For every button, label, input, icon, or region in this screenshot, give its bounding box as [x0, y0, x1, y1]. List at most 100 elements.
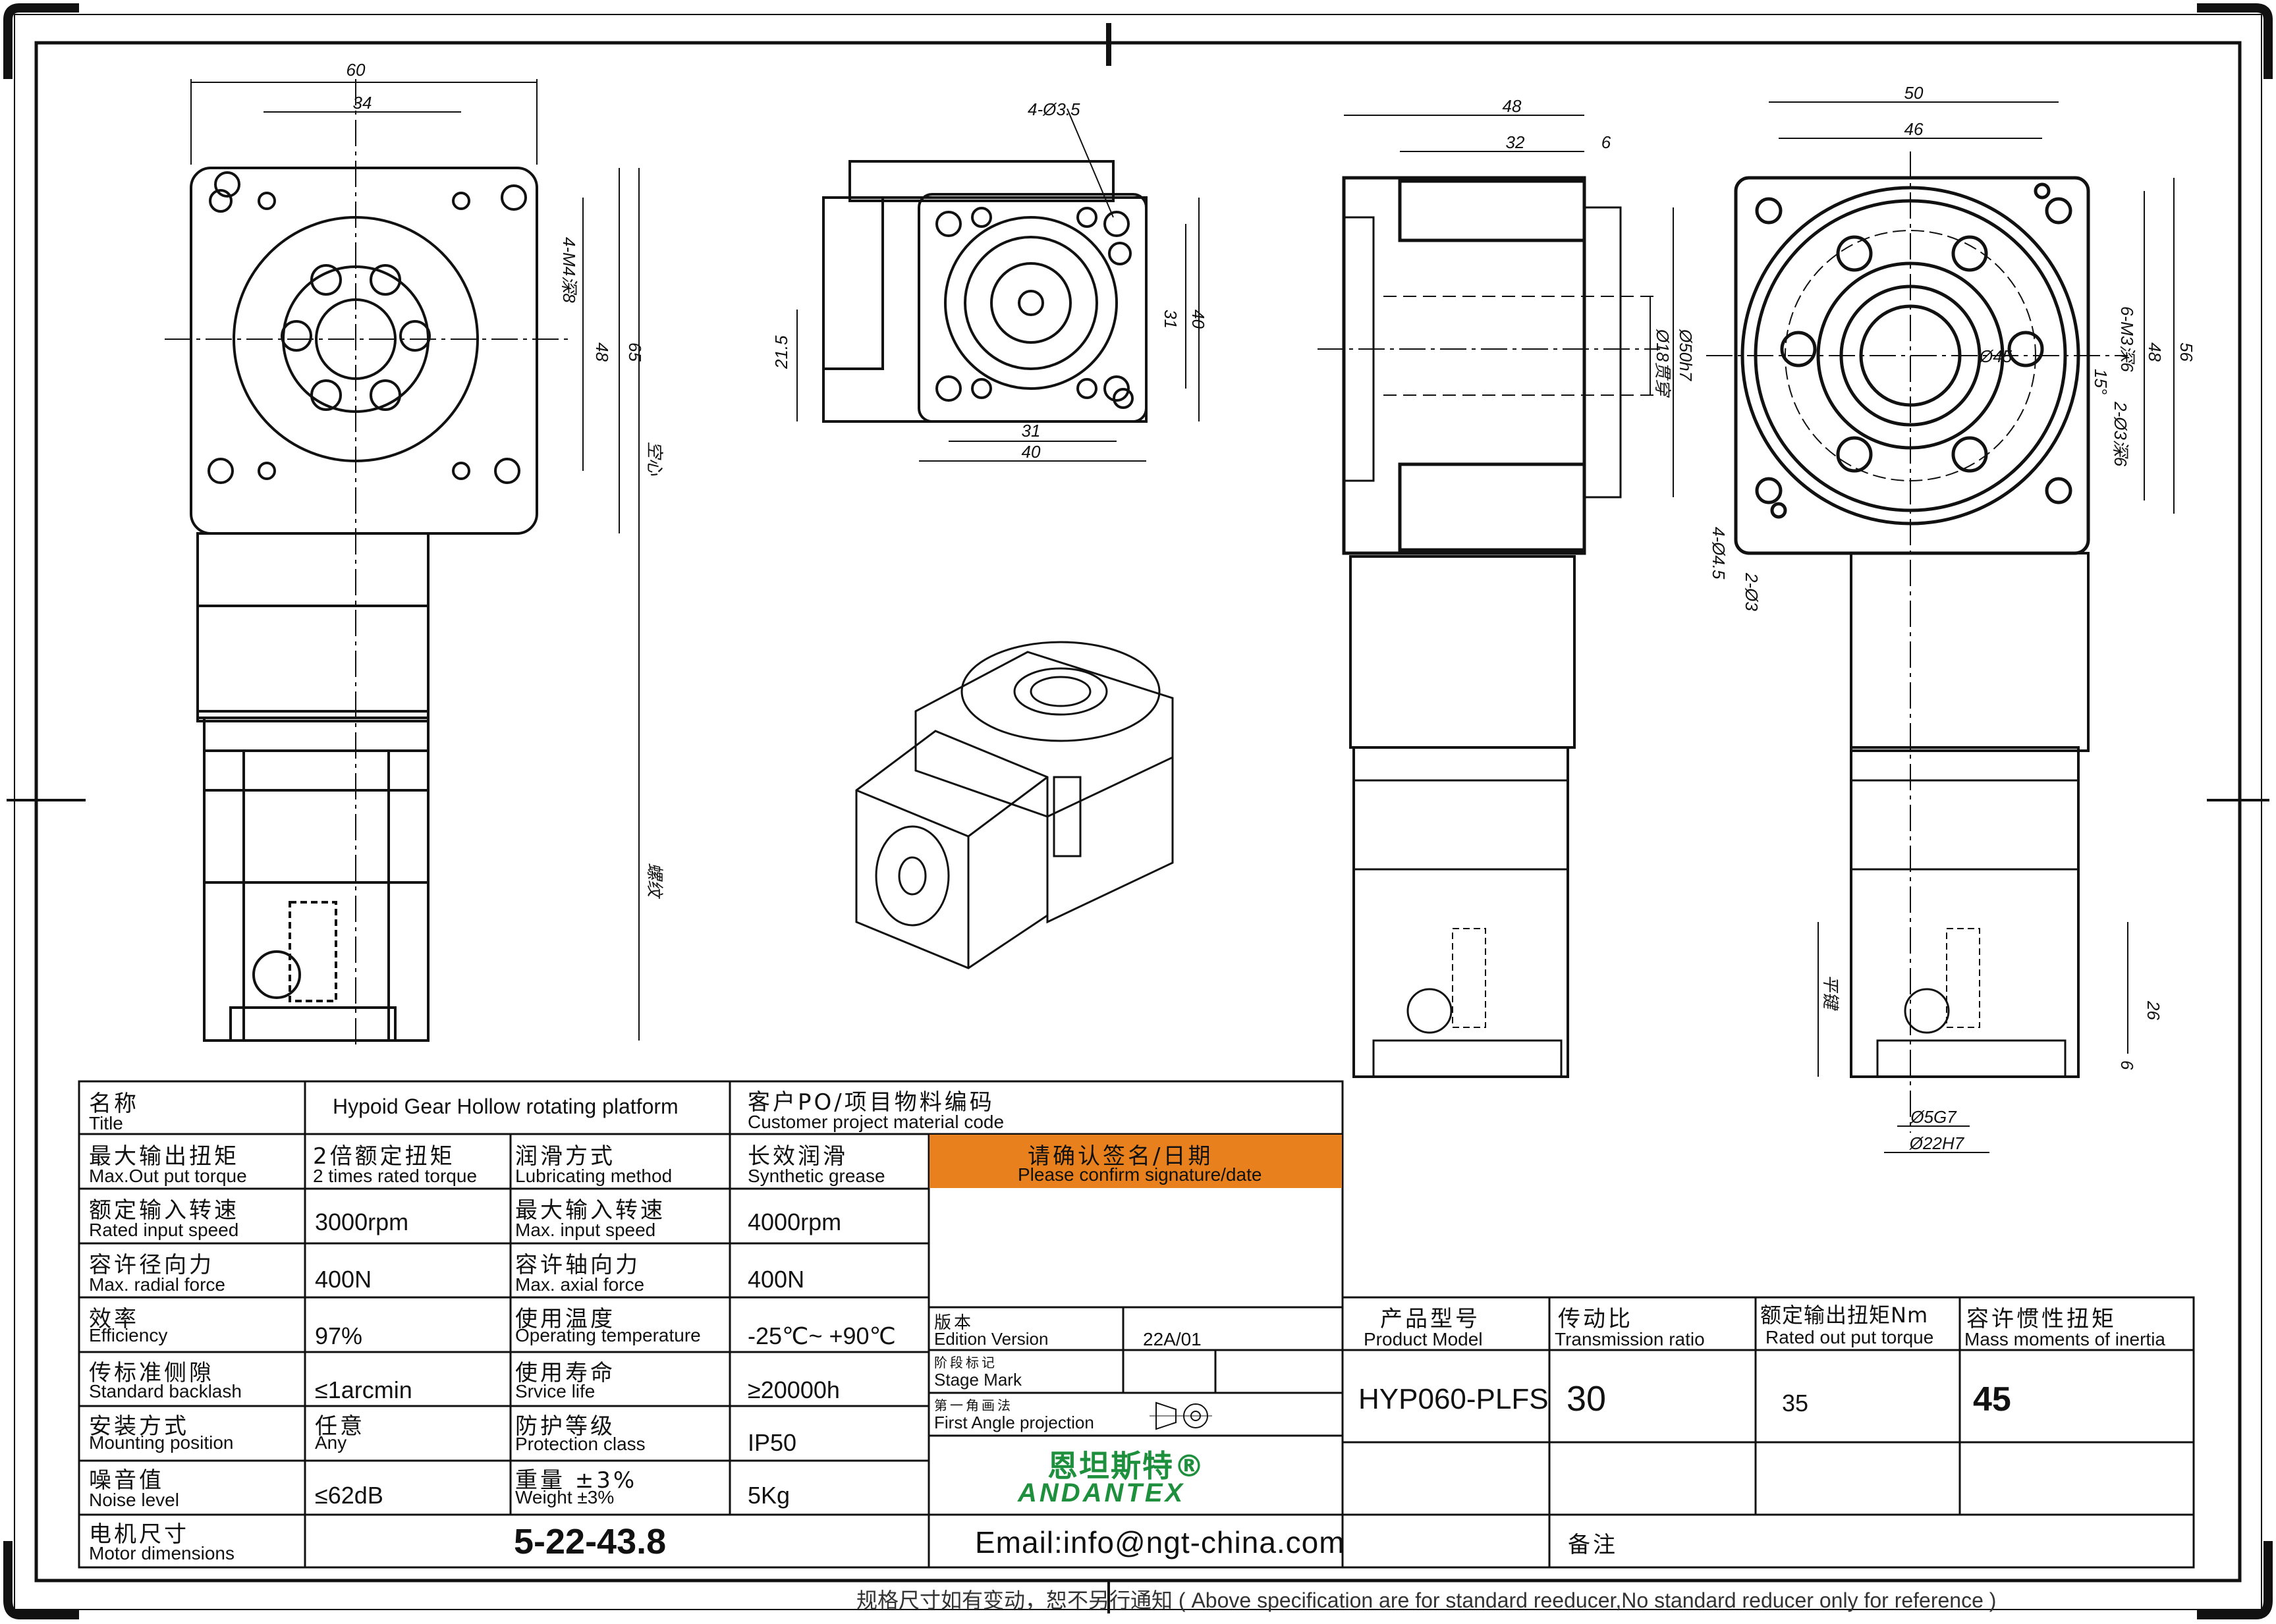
- isometric-view: [855, 641, 1174, 969]
- axial-label-en: Max. axial force: [515, 1274, 645, 1295]
- dim-34: 34: [353, 93, 372, 113]
- inertia-value: 45: [1973, 1380, 2011, 1419]
- remark-label: 备注: [1568, 1532, 1618, 1558]
- proj-label-cn: 第一角画法: [934, 1397, 1013, 1413]
- edition-value: 22A/01: [1143, 1329, 1202, 1349]
- stage-label-en: Stage Mark: [934, 1370, 1022, 1390]
- eff-label-cn: 效率: [89, 1306, 139, 1332]
- lub-label-cn: 润滑方式: [515, 1143, 615, 1170]
- dim-48w: 48: [1503, 96, 1522, 116]
- dim-angle: 15°: [2091, 369, 2111, 394]
- lub-value-en: Synthetic grease: [748, 1166, 885, 1186]
- eff-value: 97%: [315, 1322, 363, 1349]
- max-speed-label-en: Max. input speed: [515, 1220, 656, 1240]
- prot-value: IP50: [748, 1429, 797, 1456]
- confirm-label-en: Please confirm signature/date: [1018, 1164, 1262, 1185]
- dim-side-a: 空心: [645, 441, 665, 476]
- axial-value: 400N: [748, 1266, 805, 1293]
- dim-m3: 6-M3深6: [2117, 306, 2137, 372]
- edition-label-en: Edition Version: [934, 1329, 1049, 1349]
- lub-label-en: Lubricating method: [515, 1166, 673, 1186]
- dim-flange-215: 21.5: [771, 335, 791, 369]
- dim-48: 48: [592, 342, 612, 362]
- mount-value-cn: 任意: [315, 1413, 365, 1440]
- rated-speed-value: 3000rpm: [315, 1208, 409, 1235]
- end-view: 50 46 48 56 Ø45 6-M3深6 2-Ø3深6 15° 4-Ø4.5…: [1706, 83, 2196, 1153]
- rated-speed-label-cn: 额定输入转速: [89, 1197, 239, 1224]
- customer-label-cn: 客户PO/项目物料编码: [748, 1089, 995, 1116]
- dim-48h: 48: [2145, 342, 2165, 362]
- title-label-cn: 名称: [89, 1091, 139, 1117]
- title-value: Hypoid Gear Hollow rotating platform: [333, 1095, 679, 1118]
- dim-key: 平键: [1821, 975, 1841, 1012]
- backlash-label-en: Standard backlash: [89, 1381, 242, 1401]
- ratio-label-en: Transmission ratio: [1555, 1329, 1705, 1349]
- rated-torque-value: 35: [1782, 1390, 1809, 1417]
- life-value: ≥20000h: [748, 1376, 840, 1403]
- dim-d18: Ø18贯穿: [1653, 329, 1673, 398]
- weight-value: 5Kg: [748, 1482, 791, 1509]
- ratio-value: 30: [1567, 1379, 1607, 1419]
- lub-value-cn: 长效润滑: [748, 1143, 848, 1170]
- radial-label-en: Max. radial force: [89, 1274, 225, 1295]
- rated-torque-label-en: Rated out put torque: [1765, 1327, 1934, 1347]
- rated-torque-label-cn: 额定输出扭矩Nm: [1760, 1303, 1929, 1328]
- confirm-label-cn: 请确认签名/日期: [1028, 1143, 1213, 1170]
- inertia-label-cn: 容许惯性扭矩: [1966, 1306, 2117, 1332]
- dim-6w: 6: [1601, 132, 1611, 152]
- drawing-frame: [34, 41, 2242, 1583]
- stage-label-cn: 阶段标记: [934, 1355, 997, 1370]
- dim-holes45: 4-Ø4.5: [1709, 527, 1729, 580]
- prot-label-en: Protection class: [515, 1434, 646, 1454]
- top-view: 60 34 48 65 4-M4深8 空心 螺纹: [165, 60, 665, 1047]
- dim-pins: 2-Ø3: [1742, 572, 1762, 611]
- dim-flange-40v: 40: [1188, 310, 1208, 329]
- flange-view: 4-Ø3.5 31 40 31 40 21.5: [771, 99, 1208, 462]
- footer-note: 规格尺寸如有变动，恕不另行通知 ( Above specification ar…: [856, 1588, 1997, 1612]
- dim-pcd: Ø45: [1979, 346, 2012, 366]
- section-view: 48 32 6 Ø18贯穿 Ø50h7: [1318, 96, 1696, 1078]
- brand-logo-cn: 恩坦斯特®: [1047, 1448, 1206, 1484]
- dim-flange-31h: 31: [1161, 310, 1180, 329]
- weight-label-cn: 重量 ±3%: [515, 1467, 638, 1494]
- eff-label-en: Efficiency: [89, 1325, 168, 1345]
- ratio-label-cn: 传动比: [1558, 1306, 1633, 1332]
- dim-d22: Ø22H7: [1909, 1133, 1965, 1153]
- dim-d5: Ø5G7: [1910, 1107, 1957, 1127]
- dim-flange-holes: 4-Ø3.5: [1028, 99, 1080, 119]
- max-speed-label-cn: 最大输入转速: [515, 1197, 665, 1224]
- mount-value-en: Any: [315, 1432, 347, 1453]
- weight-label-en: Weight ±3%: [515, 1487, 615, 1507]
- inertia-label-en: Mass moments of inertia: [1964, 1329, 2165, 1349]
- dim-side-b: 螺纹: [645, 863, 665, 900]
- dim-h6: 6: [2117, 1060, 2137, 1070]
- prot-label-cn: 防护等级: [515, 1413, 615, 1440]
- radial-label-cn: 容许径向力: [89, 1252, 214, 1278]
- proj-label-en: First Angle projection: [934, 1413, 1094, 1432]
- temp-label-cn: 使用温度: [515, 1306, 615, 1332]
- dim-flange-40w: 40: [1022, 442, 1041, 462]
- max-torque-value-en: 2 times rated torque: [313, 1166, 478, 1186]
- backlash-label-cn: 传标准侧隙: [89, 1360, 214, 1386]
- spec-table-grid: [78, 1080, 2195, 1569]
- email-text[interactable]: Email:info@ngt-china.com: [975, 1525, 1345, 1559]
- dim-d50: Ø50h7: [1676, 329, 1696, 382]
- noise-value: ≤62dB: [315, 1482, 383, 1509]
- dim-32w: 32: [1506, 132, 1525, 152]
- backlash-value: ≤1arcmin: [315, 1376, 412, 1403]
- title-label-en: Title: [89, 1113, 123, 1133]
- dim-65: 65: [625, 342, 645, 362]
- mount-label-en: Mounting position: [89, 1432, 234, 1453]
- motor-value: 5-22-43.8: [514, 1522, 667, 1561]
- motor-label-en: Motor dimensions: [89, 1543, 235, 1563]
- temp-label-en: Operating temperature: [515, 1325, 701, 1345]
- dim-flange-31w: 31: [1022, 421, 1041, 441]
- model-label-en: Product Model: [1364, 1329, 1483, 1349]
- dim-50w: 50: [1904, 83, 1924, 103]
- confirm-signature-box[interactable]: [930, 1135, 1342, 1188]
- brand-logo-en: ANDANTEX: [1018, 1478, 1186, 1507]
- axial-label-cn: 容许轴向力: [515, 1252, 640, 1278]
- noise-label-cn: 噪音值: [89, 1467, 164, 1494]
- life-label-cn: 使用寿命: [515, 1360, 615, 1386]
